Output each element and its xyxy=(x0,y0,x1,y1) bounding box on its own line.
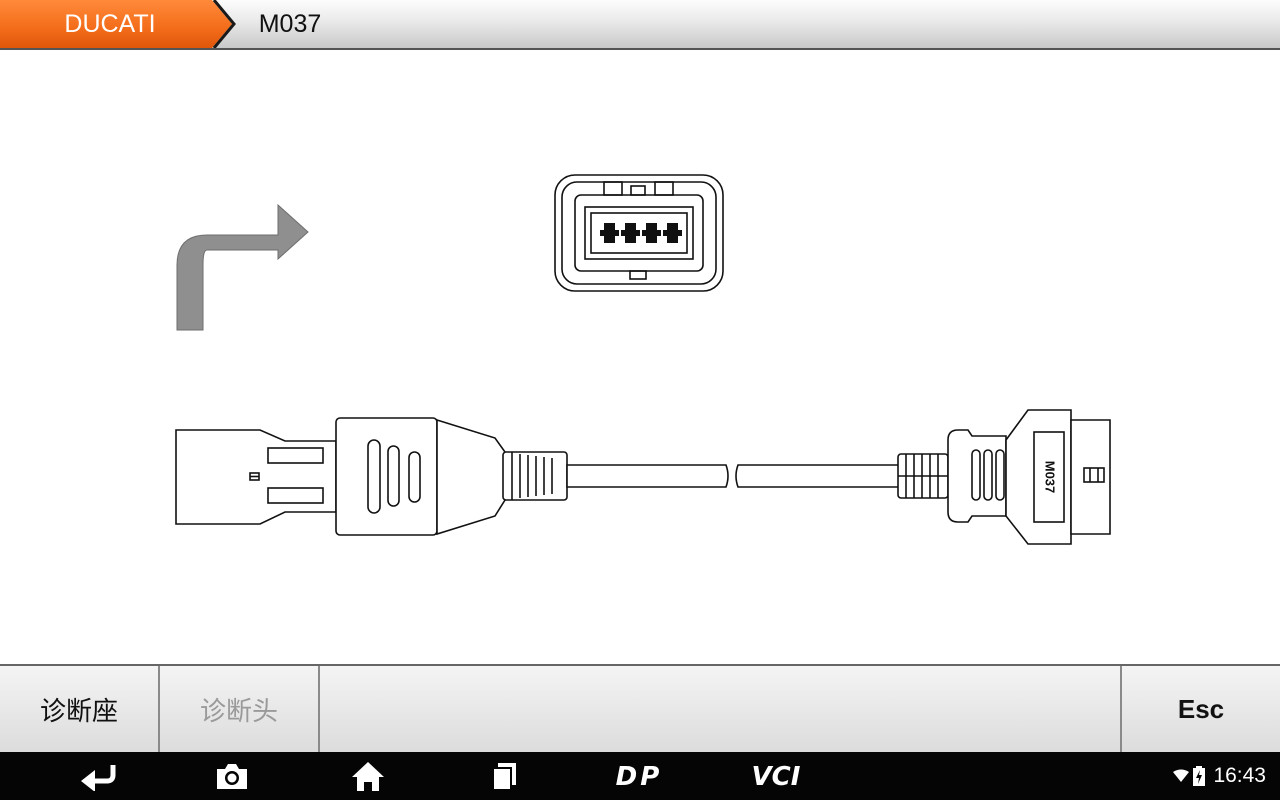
dp-logo: DP xyxy=(616,762,663,790)
breadcrumb: DUCATI M037 xyxy=(0,0,1280,50)
breadcrumb-brand[interactable]: DUCATI xyxy=(0,0,232,48)
svg-text:VCI: VCI xyxy=(752,762,801,790)
battery-charging-icon xyxy=(1193,766,1206,786)
diagnostic-head-label: 诊断头 xyxy=(199,695,278,726)
diagnostic-connector-label: 诊断座 xyxy=(39,695,118,726)
wifi-icon xyxy=(1173,769,1190,782)
recent-apps-icon[interactable] xyxy=(484,758,524,794)
clock-text: 16:43 xyxy=(1213,764,1266,787)
breadcrumb-model[interactable]: M037 xyxy=(232,0,362,48)
adapter-cable xyxy=(175,409,1111,545)
svg-text:DP: DP xyxy=(616,762,663,790)
status-area: 16:43 xyxy=(1173,752,1266,800)
socket-front-view xyxy=(554,174,724,292)
diagnostic-head-button[interactable]: 诊断头 xyxy=(160,666,320,752)
bent-arrow-icon xyxy=(176,203,309,331)
diagnostic-connector-button[interactable]: 诊断座 xyxy=(0,666,160,752)
cable-model-label: M037 xyxy=(1043,461,1058,494)
vci-logo: VCI xyxy=(752,762,801,790)
esc-button[interactable]: Esc xyxy=(1120,666,1280,752)
dp-logo-icon[interactable]: DP xyxy=(608,758,670,794)
function-button-bar: 诊断座 诊断头 Esc xyxy=(0,664,1280,752)
connector-diagram-area: M037 xyxy=(0,50,1280,664)
camera-icon[interactable] xyxy=(212,758,252,794)
back-icon[interactable] xyxy=(76,758,120,794)
esc-label: Esc xyxy=(1177,693,1225,724)
system-navigation-bar: DP VCI 16:43 xyxy=(0,752,1280,800)
breadcrumb-separator-icon xyxy=(212,0,236,48)
breadcrumb-brand-label: DUCATI xyxy=(64,9,156,38)
connector-diagram: M037 xyxy=(175,174,1111,545)
vci-logo-icon[interactable]: VCI xyxy=(742,758,810,794)
home-icon[interactable] xyxy=(348,758,388,794)
breadcrumb-model-label: M037 xyxy=(258,9,322,38)
